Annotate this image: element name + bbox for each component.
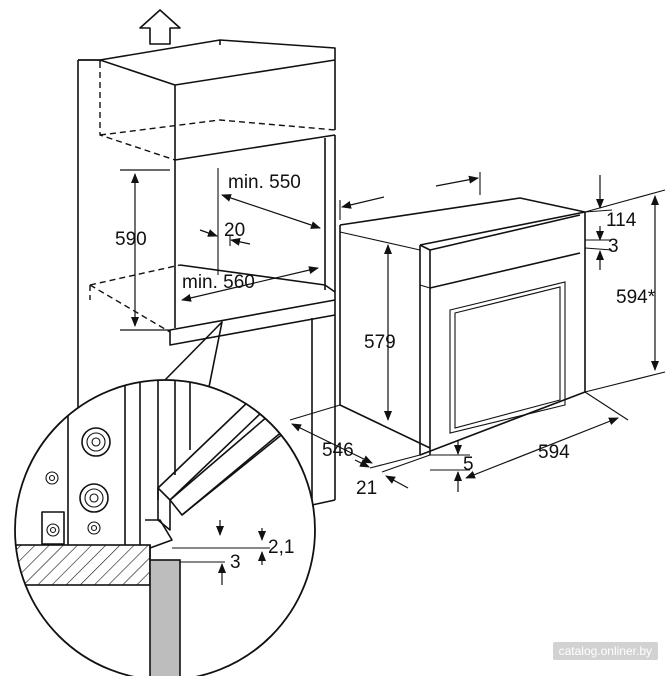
dim-546-label: 546 — [322, 440, 354, 461]
knob-icon — [81, 427, 111, 457]
dim-594-label: 594 — [538, 442, 570, 463]
watermark: catalog.onliner.by — [552, 642, 658, 660]
dim-21-label: 21 — [356, 478, 377, 499]
oven-body — [339, 197, 586, 456]
dimension-21: 21 — [354, 454, 431, 499]
dim-min-550-label: min. 550 — [228, 172, 301, 193]
detail-magnifier: 2,1 3 — [14, 379, 316, 676]
dim-2-1-label: 2,1 — [268, 537, 294, 558]
dimension-546: 546 — [289, 404, 373, 464]
dimension-oven-top-width — [339, 172, 481, 220]
dim-590-label: 590 — [115, 229, 147, 250]
dimension-min-550: min. 550 — [221, 172, 321, 229]
dim-5-label: 5 — [463, 454, 474, 475]
dimension-114-3: 114 3 — [584, 175, 637, 270]
dimension-594: 594 — [465, 391, 629, 479]
dim-594-star-label: 594* — [616, 287, 656, 308]
dimension-20: 20 — [199, 220, 251, 246]
lift-up-arrow-icon — [139, 9, 181, 45]
detail-callout-pointer — [164, 321, 223, 393]
dim-579-label: 579 — [364, 332, 396, 353]
dimension-5: 5 — [430, 440, 474, 492]
dimension-579: 579 — [364, 244, 396, 421]
dim-3-detail-label: 3 — [230, 552, 241, 573]
dim-3-top-label: 3 — [608, 236, 619, 257]
dim-20-label: 20 — [224, 220, 245, 241]
dimension-590: 590 — [115, 169, 170, 331]
knob-icon — [79, 483, 109, 513]
dimension-min-560: min. 560 — [181, 266, 319, 302]
dim-min-560-label: min. 560 — [182, 272, 255, 293]
dim-114-label: 114 — [606, 210, 637, 231]
dimension-594-star: 594* — [584, 189, 666, 393]
cabinet-housing — [77, 39, 336, 506]
